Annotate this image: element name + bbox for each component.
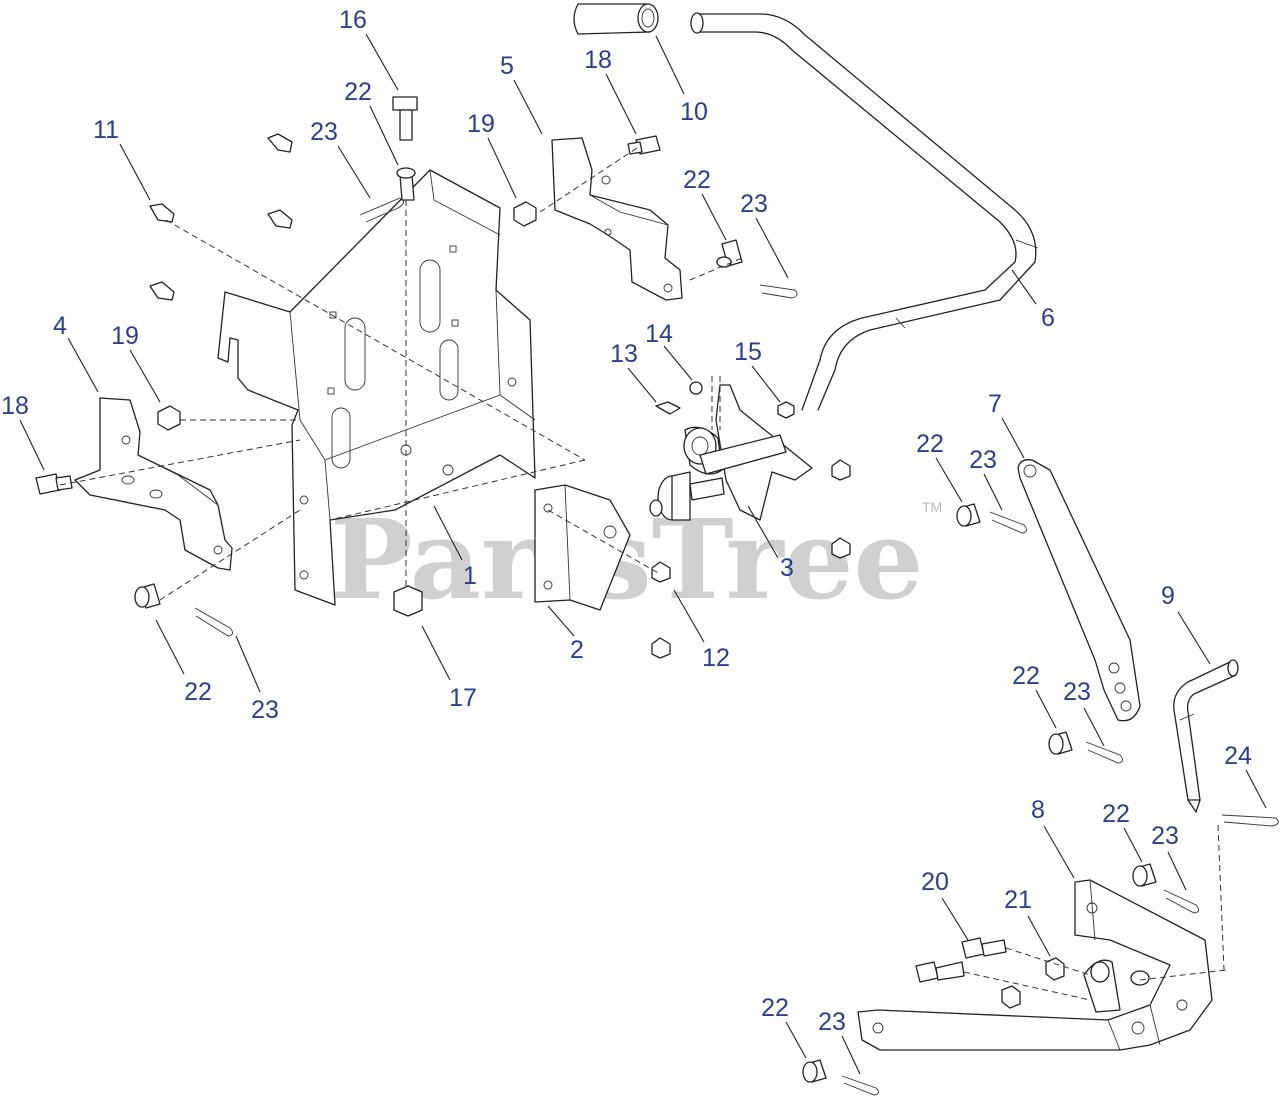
callout-16[interactable]: 16 [339,6,367,34]
callout-23[interactable]: 23 [1151,822,1179,850]
callout-22[interactable]: 22 [184,678,212,706]
callout-22[interactable]: 22 [916,430,944,458]
part-lower-yoke [857,879,1213,1051]
part-handle-grip [573,3,659,35]
hardware-clevis-pins [134,167,1157,1083]
callouts: 16 22 23 11 5 18 19 10 22 23 6 4 19 18 1… [1,6,1252,1036]
part-pivot-assembly [649,384,813,521]
watermark-trademark: TM [922,499,942,515]
callout-18[interactable]: 18 [1,392,29,420]
callout-22[interactable]: 22 [683,166,711,194]
part-upper-bracket [551,137,683,301]
hardware-hair-pins [194,197,1279,1096]
callout-23[interactable]: 23 [818,1008,846,1036]
callout-15[interactable]: 15 [734,338,762,366]
part-l-pin [1173,659,1239,813]
callout-2[interactable]: 2 [570,636,584,664]
callout-22[interactable]: 22 [1102,800,1130,828]
callout-21[interactable]: 21 [1004,886,1032,914]
callout-23[interactable]: 23 [1063,678,1091,706]
callout-23[interactable]: 23 [969,446,997,474]
callout-19[interactable]: 19 [111,322,139,350]
callout-7[interactable]: 7 [988,390,1002,418]
part-link-bar [1017,459,1141,722]
hardware-bolts-nuts [35,96,1065,1009]
callout-4[interactable]: 4 [53,312,67,340]
callout-10[interactable]: 10 [680,98,708,126]
callout-5[interactable]: 5 [500,52,514,80]
part-left-bracket [74,397,233,571]
callout-9[interactable]: 9 [1161,582,1175,610]
callout-8[interactable]: 8 [1031,796,1045,824]
part-main-bracket [217,169,536,606]
callout-17[interactable]: 17 [449,684,477,712]
callout-18[interactable]: 18 [584,46,612,74]
callout-22[interactable]: 22 [344,78,372,106]
callout-22[interactable]: 22 [761,994,789,1022]
callout-23[interactable]: 23 [310,118,338,146]
leader-lines [19,33,1267,1075]
callout-12[interactable]: 12 [702,644,730,672]
callout-23[interactable]: 23 [251,696,279,724]
callout-19[interactable]: 19 [467,110,495,138]
callout-13[interactable]: 13 [610,340,638,368]
callout-22[interactable]: 22 [1012,662,1040,690]
callout-24[interactable]: 24 [1224,742,1252,770]
callout-3[interactable]: 3 [780,554,794,582]
callout-11[interactable]: 11 [93,116,119,144]
part-lift-handle [690,12,1039,411]
callout-6[interactable]: 6 [1041,304,1055,332]
assembly-lines [59,145,1227,1001]
callout-20[interactable]: 20 [921,868,949,896]
watermark-text: PartsTree [330,495,924,624]
callout-23[interactable]: 23 [740,190,768,218]
callout-1[interactable]: 1 [463,562,477,590]
callout-14[interactable]: 14 [645,320,673,348]
